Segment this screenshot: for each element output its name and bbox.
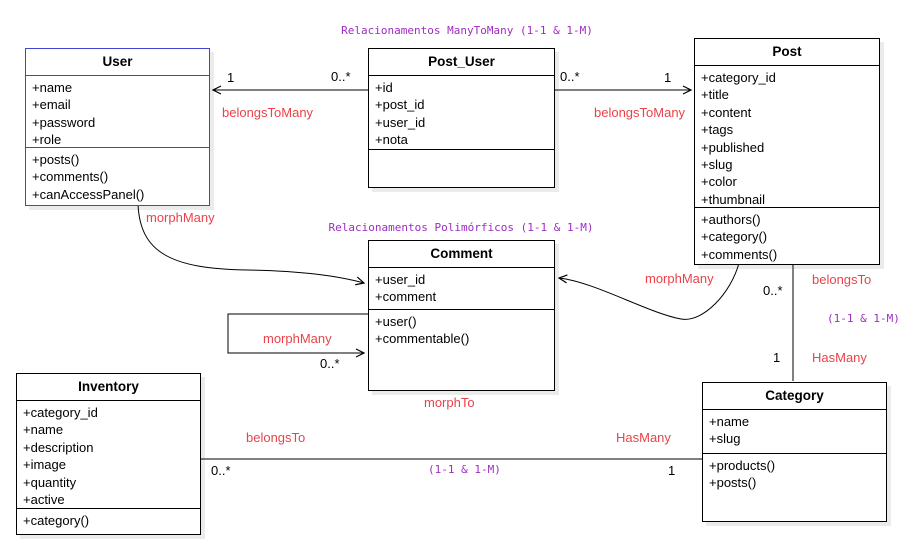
class-box-inventory: Inventory +category_id+name+description+… [16,373,201,535]
multiplicity-post-category-bottom: 1 [773,350,781,365]
multiplicity-post-category-top: 0..* [763,283,783,298]
attribute-row: +slug [709,431,741,447]
attribute-row: +id [375,80,393,95]
class-box-comment: Comment +user_id +comment +user() +comment… [368,240,555,391]
multiplicity-inventory: 0..* [211,463,231,478]
multiplicity-post-user-left: 0..* [331,69,351,84]
class-title-category: Category [765,388,824,403]
attribute-row: +user_id [375,114,426,130]
relationship-label-inventory-belongsto: belongsTo [246,430,306,445]
attribute-row: +nota [375,132,408,148]
class-box-category: Category +name +slug +products() +posts() [702,382,887,522]
annotation-manytomany: Relacionamentos ManyToMany (1-1 & 1-M) [341,24,593,37]
relationship-label-post-comment: morphMany [645,271,714,286]
method-row: +canAccessPanel() [32,186,145,202]
method-row: +authors() [701,212,761,227]
multiplicity-category: 1 [668,463,676,478]
relationship-label-post-belongsto: belongsTo [812,272,872,287]
class-attributes-inventory: +category_id +name+description +image+quan… [17,400,200,508]
class-methods-category: +products() +posts() [703,453,886,521]
annotation-polymorphic: Relacionamentos Polimórficos (1-1 & 1-M) [328,221,594,234]
multiplicity-post: 1 [664,70,672,85]
attribute-row: +published [701,139,765,155]
attribute-row: +tags [701,122,734,138]
multiplicity-post-user-right: 0..* [560,69,580,84]
method-row: +user() [375,314,417,329]
class-title-inventory: Inventory [78,379,139,394]
multiplicity-comment-self: 0..* [320,356,340,371]
method-row: +products() [709,458,776,473]
relationship-label-user-comment: morphMany [146,210,215,225]
attribute-row: +description [23,439,94,455]
class-methods-inventory: +category() [17,508,200,534]
class-title-post: Post [772,44,802,59]
class-methods-post-user [369,149,554,187]
attribute-row: +name [23,422,64,438]
class-methods-user: +posts() +comments()+canAccessPanel() [26,147,209,205]
attribute-row: +name [709,414,750,429]
attribute-row: +post_id [375,97,425,113]
method-row: +category() [23,513,90,528]
class-attributes-category: +name +slug [703,409,886,453]
attribute-row: +image [23,457,66,473]
class-title-comment: Comment [430,246,493,261]
method-row: +commentable() [375,331,470,347]
relationship-label-inventory-hasmany: HasMany [616,430,671,445]
attribute-row: +slug [701,157,733,173]
attribute-row: +comment [375,289,437,305]
class-box-post-user: Post_User +id +post_id+user_id +nota [368,48,555,188]
annotation-inventory-category-cardinality: (1-1 & 1-M) [428,463,501,476]
relationship-label-morphto: morphTo [424,395,475,410]
attribute-row: +quantity [23,474,77,490]
relationship-label-postuser-post: belongsToMany [594,105,686,120]
attribute-row: +category_id [23,405,98,420]
method-row: +posts() [32,152,80,167]
attribute-row: +content [701,104,752,120]
attribute-row: +category_id [701,70,776,85]
class-methods-post: +authors() +category()+comments() [695,207,879,264]
attribute-row: +active [23,492,65,508]
attribute-row: +password [32,114,96,130]
class-title-user: User [102,54,133,69]
class-attributes-user: +name +email+password +role [26,75,209,147]
attribute-row: +role [32,132,62,147]
annotation-post-category-cardinality: (1-1 & 1-M) [827,312,900,325]
class-attributes-post-user: +id +post_id+user_id +nota [369,75,554,149]
method-row: +posts() [709,475,757,491]
class-attributes-post: +category_id +title+content +tags+publishe… [695,65,879,207]
method-row: +category() [701,229,768,245]
relationship-label-comment-self: morphMany [263,331,332,346]
method-row: +comments() [701,246,778,262]
attribute-row: +thumbnail [701,191,765,207]
attribute-row: +email [32,97,71,113]
relationship-label-user-postuser: belongsToMany [222,105,314,120]
class-box-user: User +name+email+password+role +posts()+… [25,48,210,206]
class-methods-comment: +user() +commentable() [369,309,554,390]
relationship-label-category-hasmany: HasMany [812,350,867,365]
attribute-row: +name [32,80,73,95]
class-box-post: Post +category_id +title+content +tags+pub… [694,38,880,265]
class-title-post-user: Post_User [428,54,495,69]
attribute-row: +user_id [375,272,426,287]
class-attributes-comment: +user_id +comment [369,267,554,309]
method-row: +comments() [32,169,109,185]
multiplicity-user: 1 [227,70,235,85]
attribute-row: +color [701,174,737,190]
attribute-row: +title [701,87,729,103]
